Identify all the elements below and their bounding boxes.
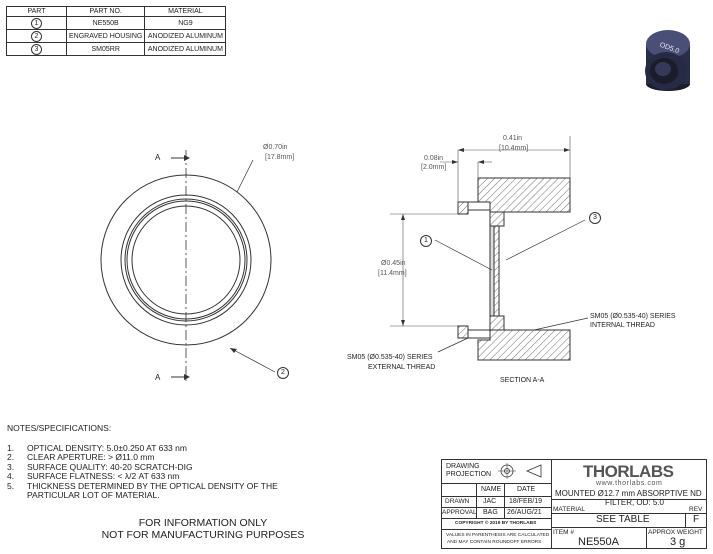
list-item: 2.CLEAR APERTURE: > Ø11.0 mm <box>7 452 155 462</box>
notes-title: NOTES/SPECIFICATIONS: <box>7 423 112 433</box>
drawn-date: 18/FEB/19 <box>509 498 543 505</box>
section-caption: SECTION A-A <box>500 377 545 384</box>
description-line2: FILTER, OD: 5.0 <box>605 498 664 507</box>
drawn-name: JAC <box>483 498 497 505</box>
callout-balloon-2: 2 <box>277 367 289 379</box>
approval-date: 26/AUG/21 <box>507 509 542 516</box>
notes-section: NOTES/SPECIFICATIONS: 1.OPTICAL DENSITY:… <box>7 423 278 501</box>
external-thread-line1: SM05 (Ø0.535-40) SERIES <box>347 354 433 361</box>
material-cell: ANODIZED ALUMINUM <box>144 29 227 43</box>
part-no-cell: ENGRAVED HOUSING <box>65 29 146 43</box>
part-number-balloon: 1 <box>31 17 42 29</box>
info-disclaimer: FOR INFORMATION ONLY NOT FOR MANUFACTURI… <box>101 517 305 541</box>
parts-table-header: PART PART NO. MATERIAL <box>6 6 227 17</box>
disclaimer-line2: AND MAY CONTAIN ROUNDOFF ERRORS <box>447 540 542 545</box>
list-item: 4.SURFACE FLATNESS: < λ/2 AT 633 nm <box>7 471 180 481</box>
weight-value: 3 g <box>670 536 686 548</box>
callout-balloon-1: 1 <box>420 235 432 247</box>
date-header: DATE <box>517 486 536 493</box>
col-material: MATERIAL <box>144 6 227 17</box>
projection-label-line2: PROJECTION <box>446 471 492 478</box>
material-cell: ANODIZED ALUMINUM <box>144 42 227 56</box>
material-cell: NG9 <box>144 16 227 30</box>
material-value: SEE TABLE <box>596 514 650 525</box>
part-number-balloon: 2 <box>31 30 42 42</box>
list-item: 3.SURFACE QUALITY: 40-20 SCRATCH-DIG <box>7 461 193 472</box>
internal-thread-line1: SM05 (Ø0.535-40) SERIES <box>590 313 676 320</box>
material-label: MATERIAL <box>553 506 586 513</box>
part-no-cell: NE550B <box>65 16 146 30</box>
col-part-no: PART NO. <box>65 6 146 17</box>
overall-width-in: 0.41in <box>503 135 523 142</box>
section-label-top: A <box>155 153 161 162</box>
product-render-image: OD5.0 <box>645 30 690 91</box>
list-item: 5.THICKNESS DETERMINED BY THE OPTICAL DE… <box>7 480 278 491</box>
col-part: PART <box>6 6 67 17</box>
title-block <box>441 459 707 549</box>
projection-symbol-icon <box>498 463 542 479</box>
table-row: 3 SM05RR ANODIZED ALUMINUM <box>6 42 227 56</box>
section-label-bottom: A <box>155 373 161 382</box>
thorlabs-website: www.thorlabs.com <box>596 480 663 487</box>
section-view-drawing <box>390 136 589 361</box>
weight-label: APPROX WEIGHT <box>648 529 703 536</box>
lip-width-mm: [2.0mm] <box>421 164 447 171</box>
copyright-text: COPYRIGHT © 2019 BY THORLABS <box>455 521 537 526</box>
overall-width-mm: [10.4mm] <box>499 145 529 152</box>
projection-label-line1: DRAWING <box>446 463 480 470</box>
approval-label: APPROVAL <box>442 509 477 516</box>
thorlabs-logo: THORLABS <box>583 462 674 481</box>
front-view-drawing <box>100 150 276 382</box>
name-header: NAME <box>481 486 502 493</box>
rev-value: F <box>693 514 700 525</box>
internal-thread-line2: INTERNAL THREAD <box>590 322 655 329</box>
table-row: 1 NE550B NG9 <box>6 16 227 30</box>
drawn-label: DRAWN <box>445 498 470 505</box>
part-no-cell: SM05RR <box>65 42 146 56</box>
part-number-balloon: 3 <box>31 43 42 55</box>
description-line1: MOUNTED Ø12.7 mm ABSORPTIVE ND <box>555 489 702 498</box>
approval-name: BAG <box>483 509 498 516</box>
lip-width-in: 0.08in <box>424 155 444 162</box>
front-diameter-in: Ø0.70in <box>263 144 288 151</box>
list-item: 1.OPTICAL DENSITY: 5.0±0.250 AT 633 nm <box>7 442 187 453</box>
table-row: 2 ENGRAVED HOUSING ANODIZED ALUMINUM <box>6 29 227 43</box>
front-diameter-mm: [17.8mm] <box>265 154 295 161</box>
callout-balloon-3: 3 <box>589 212 601 224</box>
list-item: PARTICULAR LOT OF MATERIAL. <box>27 490 160 500</box>
item-label: ITEM # <box>553 529 574 536</box>
height-in: Ø0.45in <box>381 260 406 267</box>
parts-table: PART PART NO. MATERIAL 1 NE550B NG9 2 EN… <box>6 6 227 56</box>
disclaimer-line1: VALUES IN PARENTHESIS ARE CALCULATED <box>446 533 550 538</box>
rev-label: REV <box>689 506 703 513</box>
external-thread-line2: EXTERNAL THREAD <box>368 364 436 371</box>
item-value: NE550A <box>578 536 619 548</box>
height-mm: [11.4mm] <box>378 270 407 277</box>
